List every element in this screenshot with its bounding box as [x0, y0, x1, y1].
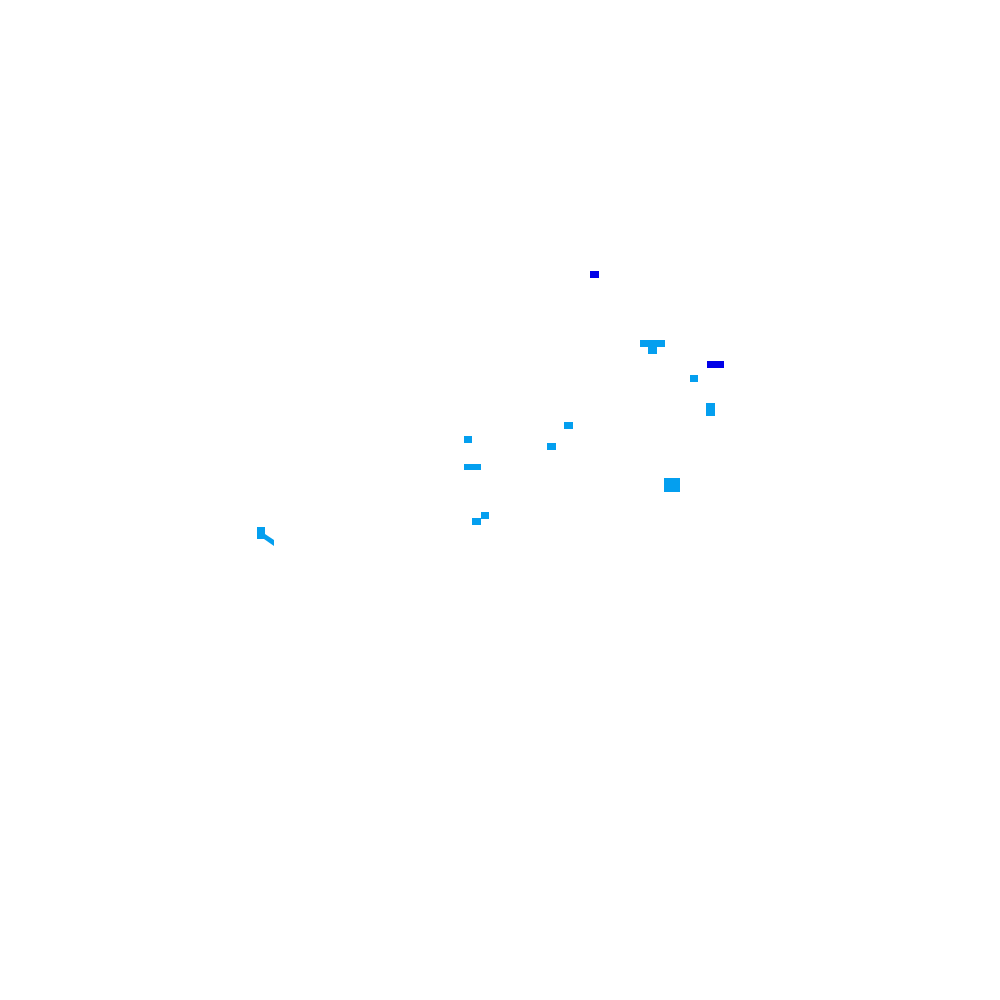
- map-feature: [648, 347, 657, 354]
- map-feature: [664, 478, 680, 492]
- map-feature: [547, 443, 556, 450]
- map-feature: [472, 518, 481, 525]
- map-feature: [706, 403, 715, 416]
- map-feature: [640, 340, 665, 347]
- map-feature: [690, 375, 698, 382]
- map-feature: [464, 464, 481, 470]
- map-feature: [590, 271, 599, 278]
- map-feature: [481, 512, 489, 519]
- map-feature: [464, 436, 472, 443]
- map-feature: [707, 361, 724, 368]
- map-feature: [564, 422, 573, 429]
- map-feature-angled: [257, 527, 274, 546]
